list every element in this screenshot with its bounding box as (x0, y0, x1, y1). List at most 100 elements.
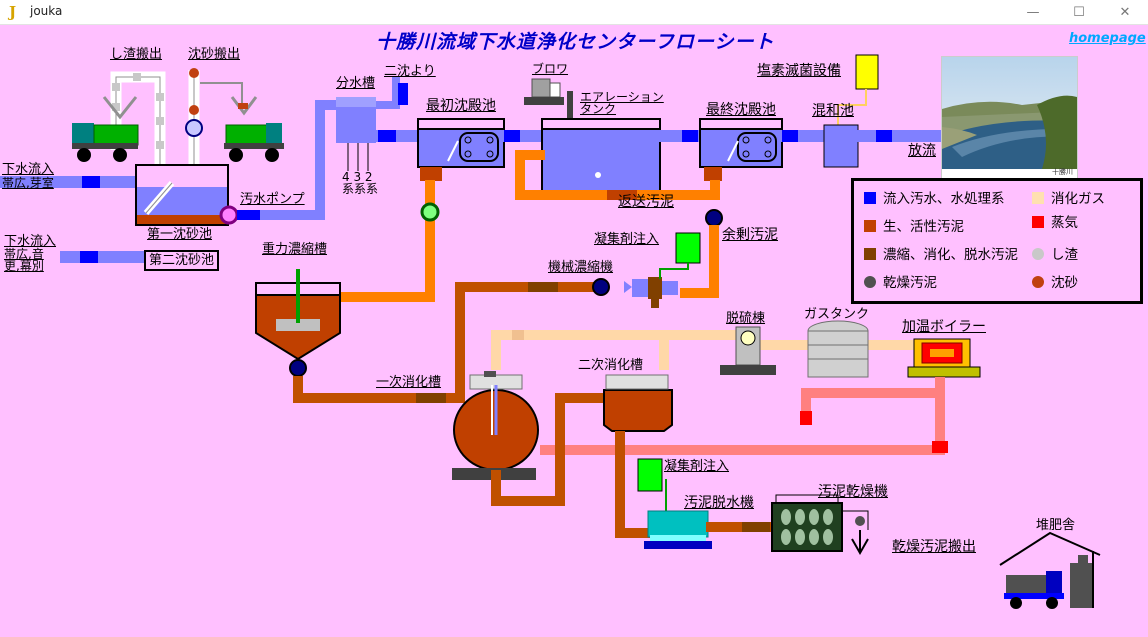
aeration-tank (541, 118, 661, 192)
pump-discharge-pipe (260, 100, 340, 220)
legend-label: 流入汚水、水処理系 (883, 191, 1005, 207)
flow-marker (682, 130, 698, 142)
primary-clarifier-label: 最初沈殿池 (426, 98, 496, 114)
mixing-tank-label: 混和池 (812, 103, 854, 119)
legend-label: 沈砂 (1051, 275, 1078, 291)
primary-sludge-pump-icon (420, 202, 440, 222)
distribution-tank (336, 77, 408, 171)
gravity-thickener (255, 269, 341, 361)
desulfurization-label: 脱硫棟 (726, 311, 766, 326)
page-title: 十勝川流域下水道浄化センターフローシート (376, 31, 775, 53)
flow-marker (782, 130, 798, 142)
screenings-conveyor (102, 71, 166, 185)
series-numbers: 4 3 2 (342, 170, 373, 184)
final-clarifier (699, 118, 783, 181)
legend-raw-sludge: 生、活性汚泥 (864, 215, 964, 235)
dried-sludge-out-label: 乾燥汚泥搬出 (892, 539, 976, 555)
sewage-pump-icon (219, 205, 239, 225)
flow-marker (80, 251, 98, 263)
sewage-pump-label: 汚水ポンプ (240, 192, 305, 207)
secondary-digester (603, 374, 673, 432)
maximize-button[interactable]: ☐ (1073, 4, 1085, 20)
mechanical-thickener-label: 機械濃縮機 (548, 260, 614, 275)
mechanical-thickener (624, 277, 678, 308)
second-grit-chamber-label: 第二沈砂池 (144, 250, 220, 271)
flow-diagram (0, 54, 1101, 609)
final-clarifier-label: 最終沈殿池 (706, 102, 776, 118)
legend-screenings: し渣 (1032, 243, 1078, 263)
window-titlebar: J jouka — ☐ ✕ (0, 0, 1148, 25)
close-button[interactable]: ✕ (1119, 4, 1131, 20)
legend-swatch (1032, 276, 1044, 288)
return-sludge-label: 返送汚泥 (618, 194, 674, 210)
window-title: jouka (30, 4, 63, 18)
coagulant-tank-1 (675, 232, 701, 264)
digester-transfer-line (491, 393, 612, 506)
legend-swatch (1032, 192, 1044, 204)
flow-marker (82, 176, 100, 188)
mechanical-thickener-pump-icon (592, 278, 610, 296)
mixing-tank (823, 124, 859, 168)
inflow-1-label: 下水流入 (2, 162, 55, 177)
inflow-2-source-a: 帯広,音 (4, 247, 44, 261)
inflow-pipe-1 (0, 176, 140, 188)
legend-water: 流入汚水、水処理系 (864, 187, 1005, 207)
compost-truck (1004, 571, 1064, 609)
legend-box: 流入汚水、水処理系 消化ガス 生、活性汚泥 蒸気 濃縮、消化、脱水汚泥 し渣 乾… (851, 178, 1143, 304)
flow-sheet-canvas: 十勝川流域下水道浄化センターフローシート homepage 十勝川 し渣搬出 沈… (0, 25, 1148, 637)
first-grit-chamber (135, 164, 229, 226)
aeration-tank-label-2: タンク (580, 102, 617, 116)
gas-tank-label: ガスタンク (804, 307, 870, 322)
flow-marker (378, 130, 396, 142)
desulfurization-unit (720, 326, 776, 375)
legend-swatch (864, 220, 876, 232)
sludge-dryer (771, 494, 843, 552)
legend-label: し渣 (1051, 247, 1078, 263)
legend-label: 蒸気 (1051, 215, 1078, 231)
primary-clarifier (417, 118, 505, 181)
inflow-1-source: 帯広,芽室 (2, 176, 54, 190)
grit-out-label: 沈砂搬出 (188, 47, 241, 62)
legend-steam: 蒸気 (1032, 211, 1078, 231)
aeration-tank-label: エアレーション (580, 90, 664, 104)
primary-sludge-line (340, 180, 435, 302)
return-sludge-line (515, 150, 720, 200)
dryer-label: 汚泥乾燥機 (818, 484, 888, 500)
inflow-2-label: 下水流入 (4, 234, 57, 249)
gas-holder (807, 320, 869, 378)
legend-label: 乾燥汚泥 (883, 275, 937, 291)
thickened-sludge-line (293, 282, 600, 403)
legend-digested-sludge: 濃縮、消化、脱水汚泥 (864, 243, 1018, 263)
coagulant-tank-2 (637, 458, 663, 492)
legend-grit: 沈砂 (1032, 271, 1078, 291)
compost-building (999, 531, 1101, 608)
digested-sludge-line (615, 431, 660, 538)
first-grit-chamber-label: 第一沈砂池 (147, 227, 213, 242)
series-unit: 系系系 (342, 182, 379, 196)
excess-sludge-pump-icon (705, 209, 723, 227)
gravity-thickener-label: 重力濃縮槽 (262, 242, 328, 257)
dewatering-label: 汚泥脱水機 (684, 495, 754, 511)
legend-swatch (864, 248, 876, 260)
legend-label: 生、活性汚泥 (883, 219, 964, 235)
coagulant-injection-label-1: 凝集剤注入 (594, 232, 660, 247)
grit-truck (224, 123, 284, 162)
legend-dried-sludge: 乾燥汚泥 (864, 271, 937, 291)
blower-label: ブロワ (532, 62, 569, 76)
heating-boiler (907, 338, 981, 378)
distribution-tank-label: 分水槽 (336, 76, 376, 91)
minimize-button[interactable]: — (1026, 4, 1040, 20)
homepage-link[interactable]: homepage (1069, 31, 1146, 46)
sludge-dewatering-machine (644, 510, 712, 549)
discharge-label: 放流 (908, 143, 936, 159)
dried-sludge-dot (855, 516, 865, 526)
chlorine-label: 塩素滅菌設備 (757, 63, 841, 79)
legend-swatch (864, 192, 876, 204)
compost-label: 堆肥舎 (1036, 518, 1076, 533)
inflow-pipe-2 (60, 251, 146, 263)
primary-digester-label: 一次消化槽 (376, 375, 442, 390)
secondary-digester-label: 二次消化槽 (578, 358, 644, 373)
digester-gas-line (491, 330, 669, 370)
flow-marker (504, 130, 520, 142)
from-secondary-label: 二沈より (384, 64, 436, 79)
